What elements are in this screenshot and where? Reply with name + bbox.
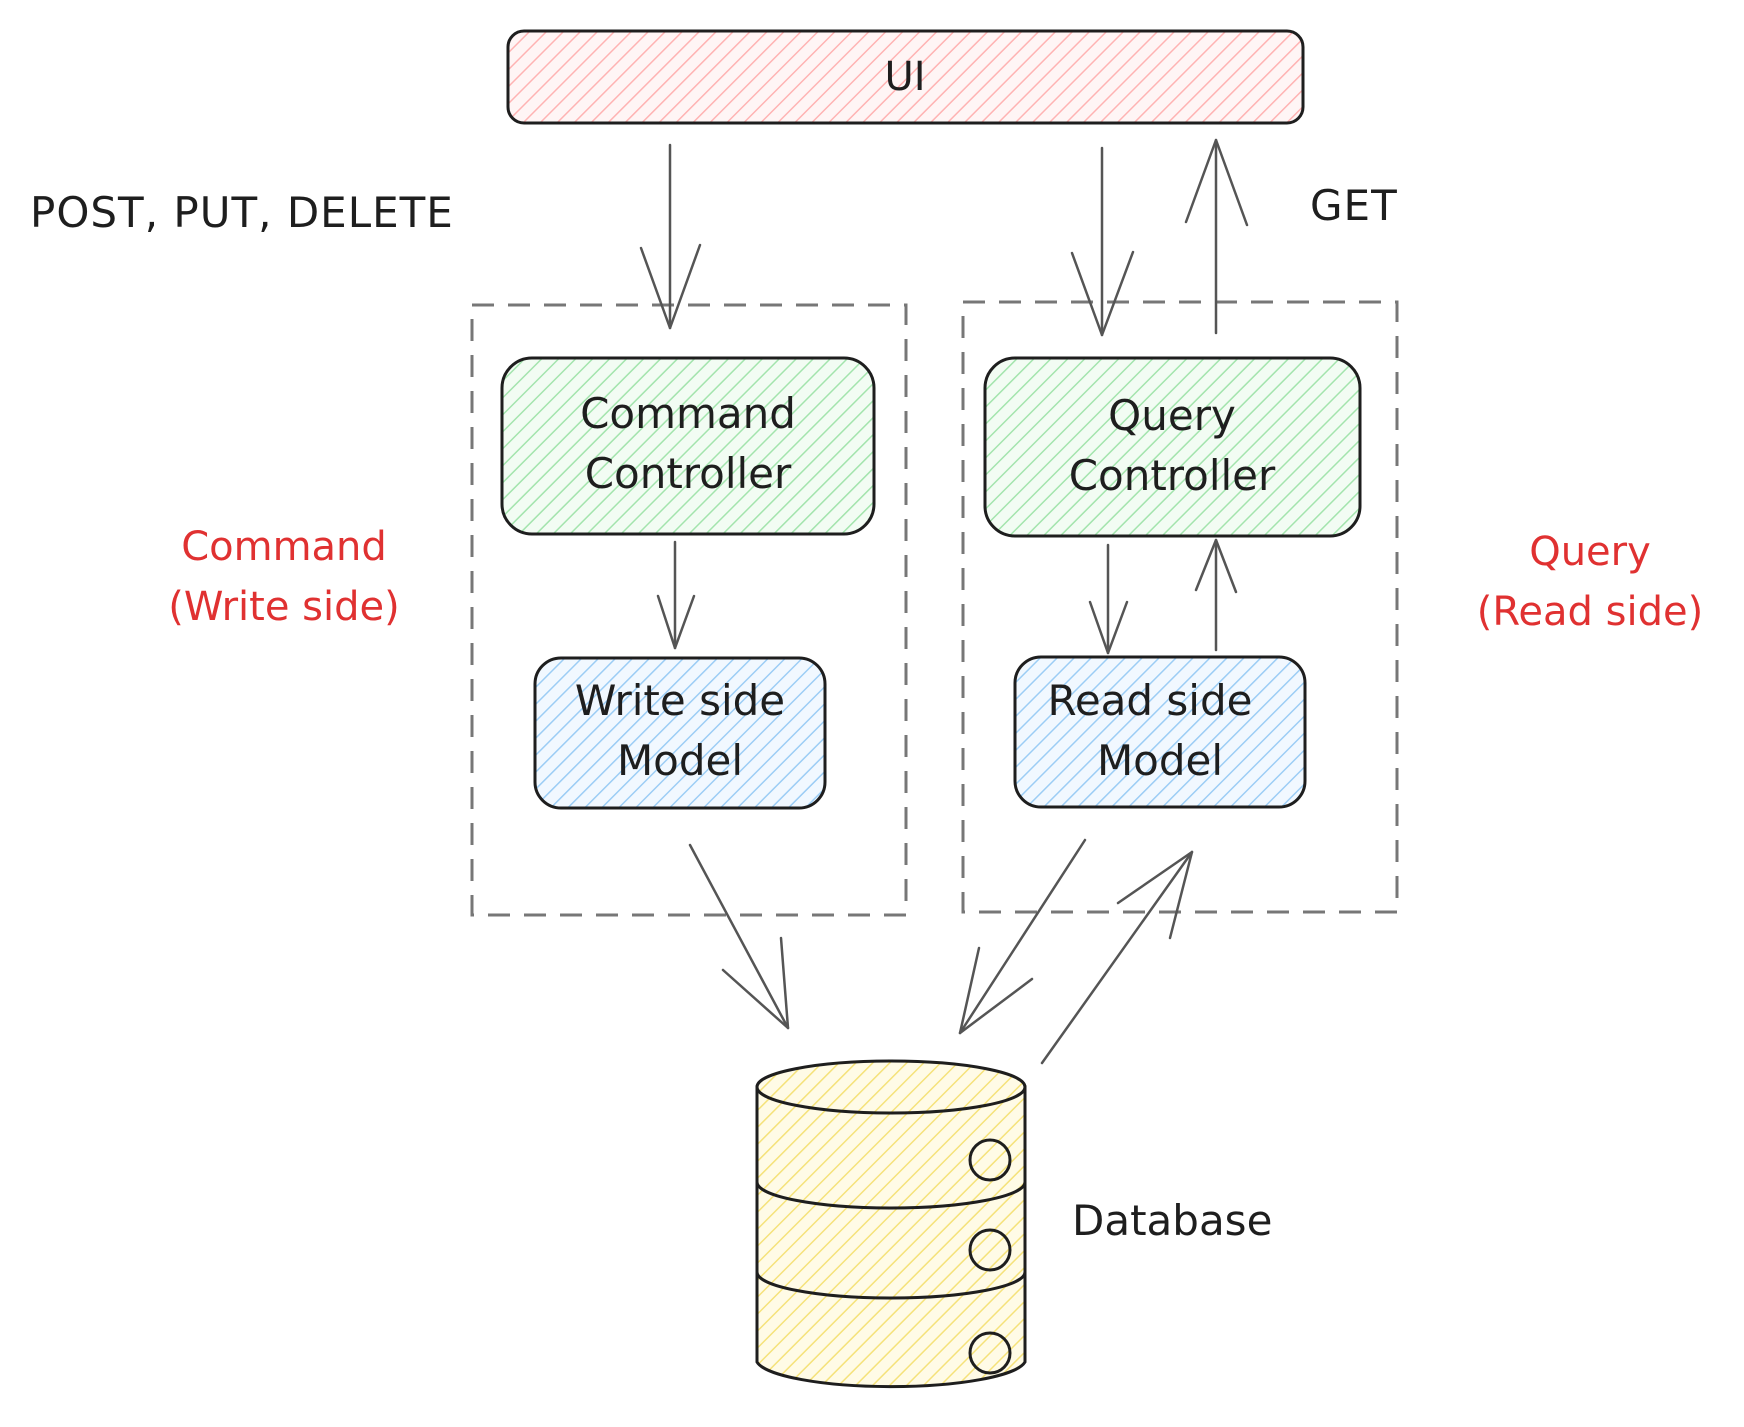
query-controller-line2: Controller [1069, 451, 1276, 500]
query-controller-box [983, 356, 1362, 538]
arrow-write-model-to-database [688, 843, 790, 1030]
database-band-1 [755, 1181, 1027, 1210]
command-controller-node: Command Controller [500, 356, 876, 536]
arrow-query-controller-to-ui [1184, 138, 1249, 335]
query-controller-node: Query Controller [983, 356, 1362, 538]
command-side-line2: (Write side) [168, 584, 399, 630]
arrow-ui-to-command-controller [639, 143, 702, 330]
read-method-label: GET [1310, 181, 1398, 230]
query-side-line2: (Read side) [1477, 589, 1703, 635]
command-controller-line1: Command [580, 389, 796, 438]
ui-node: UI [506, 29, 1305, 125]
read-model-line1: Read side [1048, 676, 1253, 725]
arrow-command-controller-to-write-model [656, 540, 696, 650]
arrow-query-controller-to-read-model [1088, 543, 1129, 655]
command-controller-box [500, 356, 876, 536]
database-top [755, 1059, 1027, 1115]
arrow-read-model-to-database [958, 838, 1087, 1035]
write-model-line1: Write side [575, 676, 785, 725]
write-model-box [533, 656, 827, 810]
command-group-border [470, 303, 908, 917]
query-side-label: Query (Read side) [1477, 529, 1703, 635]
database-band-2 [755, 1271, 1027, 1300]
read-model-node: Read side Model [1013, 655, 1307, 809]
database-label: Database [1072, 1196, 1272, 1245]
command-side-line1: Command [181, 524, 387, 570]
command-controller-line2: Controller [585, 449, 792, 498]
ui-label: UI [884, 54, 925, 100]
write-model-line2: Model [617, 736, 743, 785]
query-controller-line1: Query [1108, 391, 1236, 440]
database-disk-icon-2 [968, 1228, 1012, 1272]
arrow-ui-to-query-controller [1070, 146, 1135, 337]
read-model-box [1013, 655, 1307, 809]
database-body [755, 1085, 1027, 1389]
command-side-label: Command (Write side) [168, 524, 399, 630]
query-side-line1: Query [1529, 529, 1651, 575]
arrow-read-model-to-query-controller [1194, 538, 1238, 652]
write-model-node: Write side Model [533, 656, 827, 810]
arrow-database-to-read-model [1040, 850, 1194, 1065]
write-methods-label: POST, PUT, DELETE [30, 188, 454, 237]
ui-box [506, 29, 1305, 125]
database-node [755, 1059, 1027, 1389]
query-group-border [961, 300, 1399, 914]
database-disk-icon-1 [968, 1138, 1012, 1182]
read-model-line2: Model [1097, 736, 1223, 785]
database-disk-icon-3 [968, 1331, 1012, 1375]
